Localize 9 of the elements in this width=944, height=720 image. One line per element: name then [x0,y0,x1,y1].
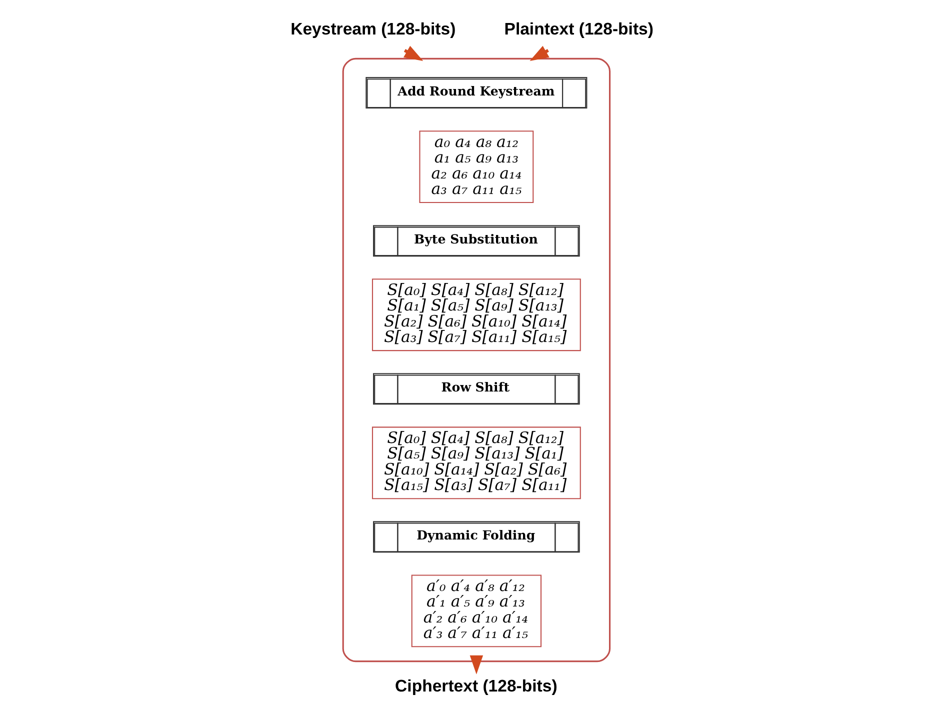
node-box: S[a₀] S[a₄] S[a₈] S[a₁₂] S[a₅] S[a₉] S[a₁₃] S[a₁] S[a₁₀] S[a₁₄] S[a₂] S[a₆] S[a₁₅] S[a₃] S[a₇] S[a₁₁] [371,426,580,500]
node-box: S[a₀] S[a₄] S[a₈] S[a₁₂] S[a₁] S[a₅] S[a₉] S[a₁₃] S[a₂] S[a₆] S[a₁₀] S[a₁₄] S[a₃] S[a₇] S[a₁₁] S[a₁₅] [371,278,580,352]
node-text: Keystream (128-bits) [290,19,456,38]
node-text: Ciphertext (128-bits) [394,676,557,696]
node-text: Plaintext (128-bits) [504,19,653,38]
arrow [469,655,483,674]
cluster [342,58,610,662]
node-box: a₀ a₄ a₈ a₁₂ a₁ a₅ a₉ a₁₃ a₂ a₆ a₁₀ a₁₄ a₃ a₇ a₁₁ a₁₅ [418,130,534,204]
node-box: a′₀ a′₄ a′₈ a′₁₂ a′₁ a′₅ a′₉ a′₁₃ a′₂ a′₆ a′₁₀ a′₁₄ a′₃ a′₇ a′₁₁ a′₁₅ [410,574,542,648]
